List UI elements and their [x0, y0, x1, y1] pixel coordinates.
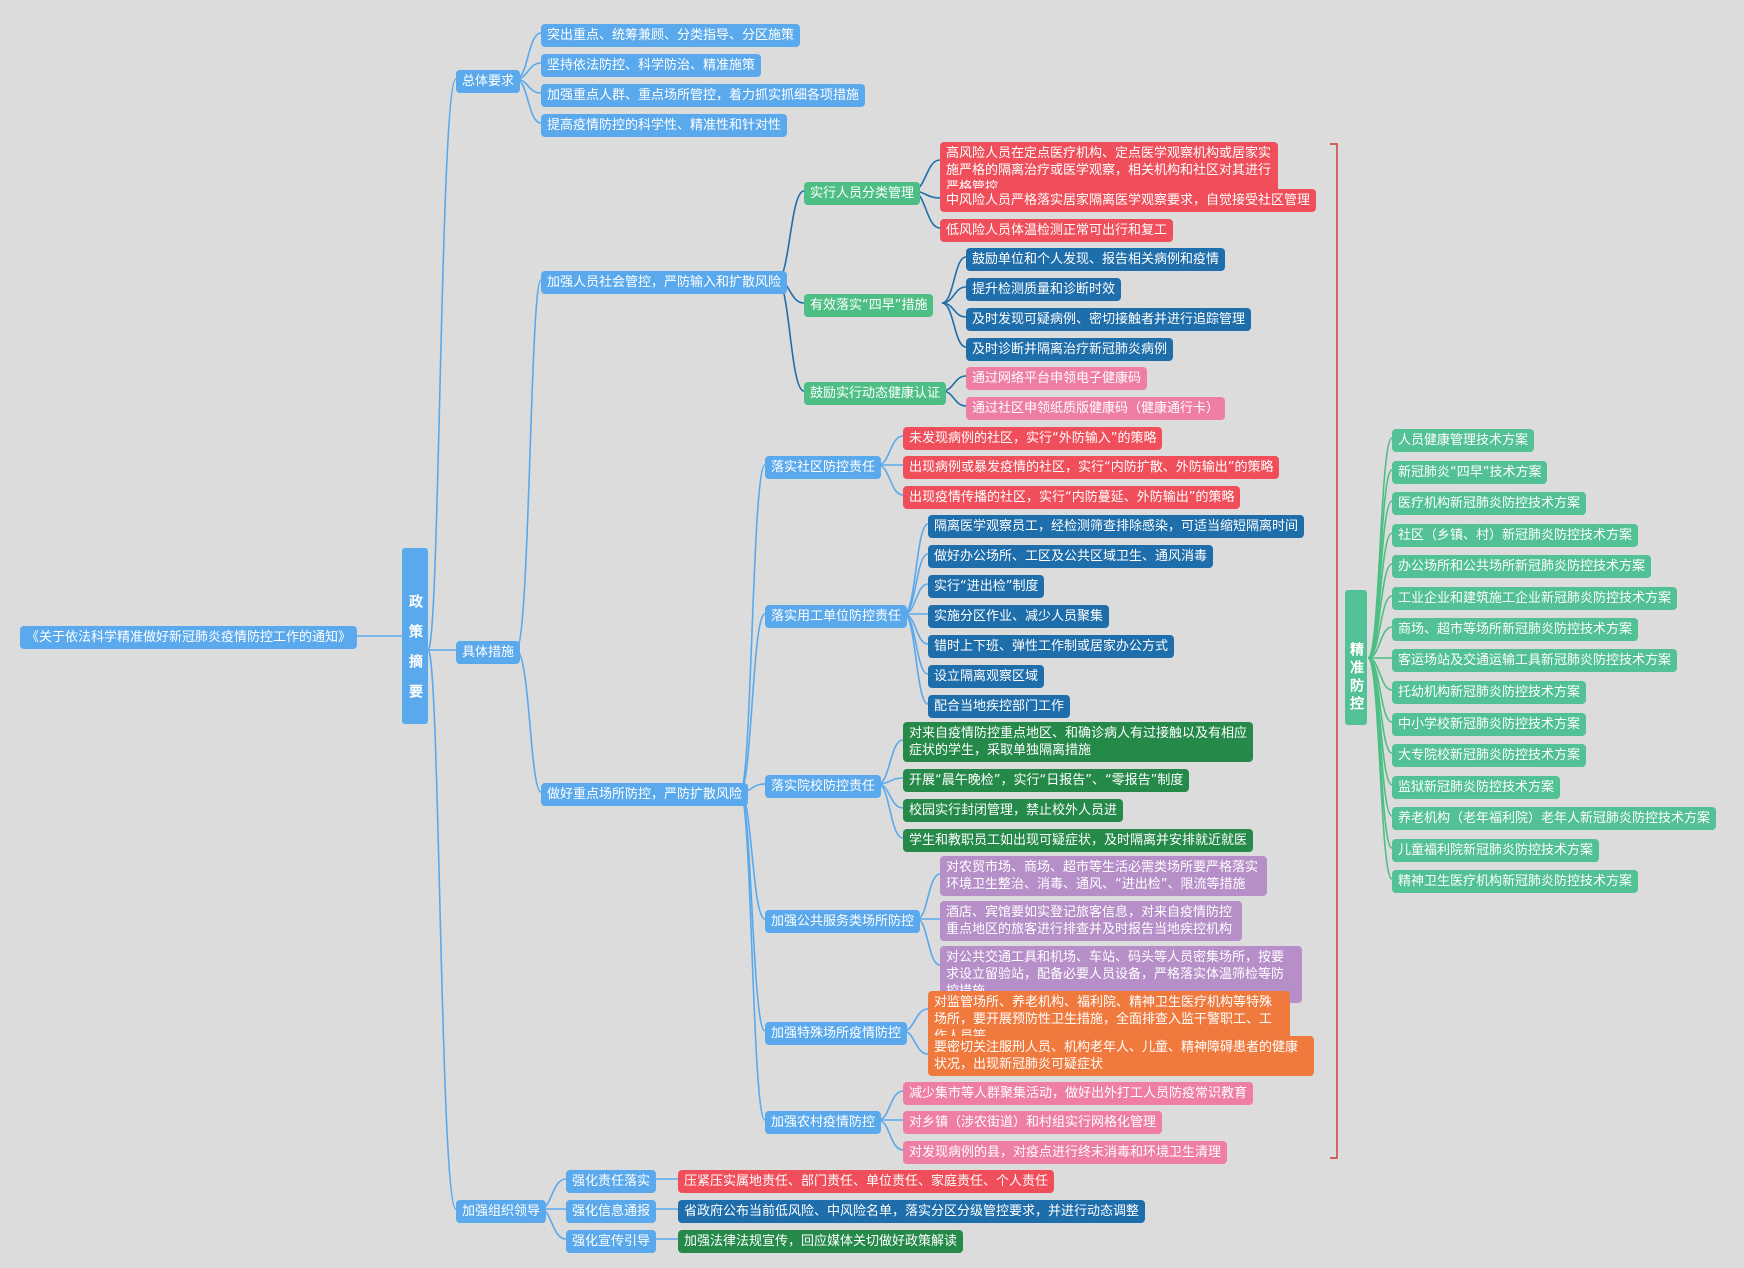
school-item[interactable]: 开展“晨午晚检”，实行“日报告”、“零报告”制度: [903, 769, 1190, 792]
community-item[interactable]: 出现疫情传播的社区，实行“内防蔓延、外防输出”的策略: [903, 486, 1241, 509]
public-places[interactable]: 加强公共服务类场所防控: [765, 910, 921, 933]
classify-management[interactable]: 实行人员分类管理: [804, 182, 921, 205]
four-early-measures[interactable]: 有效落实“四早”措施: [804, 294, 934, 317]
rural-item[interactable]: 对乡镇（涉农街道）和村组实行网格化管理: [903, 1111, 1163, 1134]
school-item[interactable]: 学生和教职员工如出现可疑症状，及时隔离并安排就近就医: [903, 829, 1254, 852]
four-early-item[interactable]: 及时诊断并隔离治疗新冠肺炎病例: [966, 338, 1174, 361]
tech-plan-item[interactable]: 中小学校新冠肺炎防控技术方案: [1392, 713, 1587, 736]
community-item[interactable]: 出现病例或暴发疫情的社区，实行“内防扩散、外防输出”的策略: [903, 456, 1280, 479]
four-early-item[interactable]: 鼓励单位和个人发现、报告相关病例和疫情: [966, 248, 1226, 271]
general-item[interactable]: 突出重点、统筹兼顾、分类指导、分区施策: [541, 24, 801, 47]
classify-item-low[interactable]: 低风险人员体温检测正常可出行和复工: [940, 219, 1174, 242]
health-code-item[interactable]: 通过社区申领纸质版健康码（健康通行卡）: [966, 397, 1226, 420]
leadership-detail[interactable]: 省政府公布当前低风险、中风险名单，落实分区分级管控要求，并进行动态调整: [678, 1200, 1146, 1223]
four-early-item[interactable]: 及时发现可疑病例、密切接触者并进行追踪管理: [966, 308, 1252, 331]
leadership-item[interactable]: 强化责任落实: [566, 1170, 657, 1193]
leadership-item[interactable]: 强化宣传引导: [566, 1230, 657, 1253]
workplace-item[interactable]: 错时上下班、弹性工作制或居家办公方式: [928, 635, 1175, 658]
workplace-item[interactable]: 做好办公场所、工区及公共区域卫生、通风消毒: [928, 545, 1214, 568]
tech-plan-item[interactable]: 工业企业和建筑施工企业新冠肺炎防控技术方案: [1392, 587, 1678, 610]
tech-plan-item[interactable]: 新冠肺炎“四早”技术方案: [1392, 461, 1548, 484]
school-item[interactable]: 校园实行封闭管理，禁止校外人员进: [903, 799, 1124, 822]
tech-plan-item[interactable]: 养老机构（老年福利院）老年人新冠肺炎防控技术方案: [1392, 807, 1717, 830]
leadership-item[interactable]: 强化信息通报: [566, 1200, 657, 1223]
rural-item[interactable]: 对发现病例的县，对疫点进行终末消毒和环境卫生清理: [903, 1141, 1228, 1164]
tech-plan-item[interactable]: 医疗机构新冠肺炎防控技术方案: [1392, 492, 1587, 515]
health-code-item[interactable]: 通过网络平台申领电子健康码: [966, 367, 1148, 390]
general-item[interactable]: 提高疫情防控的科学性、精准性和针对性: [541, 114, 788, 137]
tech-plan-item[interactable]: 客运场站及交通运输工具新冠肺炎防控技术方案: [1392, 649, 1678, 672]
branch-measures[interactable]: 具体措施: [456, 641, 521, 664]
tech-plan-item[interactable]: 办公场所和公共场所新冠肺炎防控技术方案: [1392, 555, 1652, 578]
health-certification[interactable]: 鼓励实行动态健康认证: [804, 382, 947, 405]
people-control[interactable]: 加强人员社会管控，严防输入和扩散风险: [541, 271, 788, 294]
rural-item[interactable]: 减少集市等人群聚集活动，做好出外打工人员防疫常识教育: [903, 1082, 1254, 1105]
rural-control[interactable]: 加强农村疫情防控: [765, 1111, 882, 1134]
special-item[interactable]: 要密切关注服刑人员、机构老年人、儿童、精神障碍患者的健康状况，出现新冠肺炎可疑症…: [928, 1036, 1314, 1076]
workplace-item[interactable]: 实施分区作业、减少人员聚集: [928, 605, 1110, 628]
tech-plan-item[interactable]: 社区（乡镇、村）新冠肺炎防控技术方案: [1392, 524, 1639, 547]
school-responsibility[interactable]: 落实院校防控责任: [765, 775, 882, 798]
tech-plan-item[interactable]: 托幼机构新冠肺炎防控技术方案: [1392, 681, 1587, 704]
branch-leadership[interactable]: 加强组织领导: [456, 1200, 547, 1223]
center-label[interactable]: 政策摘要: [402, 548, 428, 724]
tech-plan-item[interactable]: 人员健康管理技术方案: [1392, 429, 1535, 452]
classify-item-mid[interactable]: 中风险人员严格落实居家隔离医学观察要求，自觉接受社区管理: [940, 189, 1317, 212]
places-control[interactable]: 做好重点场所防控，严防扩散风险: [541, 783, 749, 806]
leadership-detail[interactable]: 加强法律法规宣传，回应媒体关切做好政策解读: [678, 1230, 964, 1253]
right-label[interactable]: 精准防控: [1345, 590, 1367, 725]
school-item[interactable]: 对来自疫情防控重点地区、和确诊病人有过接触以及有相应症状的学生，采取单独隔离措施: [903, 722, 1253, 762]
tech-plan-item[interactable]: 商场、超市等场所新冠肺炎防控技术方案: [1392, 618, 1639, 641]
community-responsibility[interactable]: 落实社区防控责任: [765, 456, 882, 479]
public-item[interactable]: 对农贸市场、商场、超市等生活必需类场所要严格落实环境卫生整治、消毒、通风、“进出…: [940, 856, 1267, 896]
workplace-responsibility[interactable]: 落实用工单位防控责任: [765, 605, 908, 628]
workplace-item[interactable]: 设立隔离观察区域: [928, 665, 1045, 688]
public-item[interactable]: 酒店、宾馆要如实登记旅客信息，对来自疫情防控重点地区的旅客进行排查并及时报告当地…: [940, 901, 1242, 941]
general-item[interactable]: 坚持依法防控、科学防治、精准施策: [541, 54, 762, 77]
general-item[interactable]: 加强重点人群、重点场所管控，着力抓实抓细各项措施: [541, 84, 866, 107]
workplace-item[interactable]: 实行“进出检”制度: [928, 575, 1045, 598]
four-early-item[interactable]: 提升检测质量和诊断时效: [966, 278, 1122, 301]
branch-general[interactable]: 总体要求: [456, 70, 521, 93]
tech-plan-item[interactable]: 儿童福利院新冠肺炎防控技术方案: [1392, 839, 1600, 862]
tech-plan-item[interactable]: 精神卫生医疗机构新冠肺炎防控技术方案: [1392, 870, 1639, 893]
root-title[interactable]: 《关于依法科学精准做好新冠肺炎疫情防控工作的通知》: [20, 626, 358, 649]
tech-plan-item[interactable]: 大专院校新冠肺炎防控技术方案: [1392, 744, 1587, 767]
tech-plan-item[interactable]: 监狱新冠肺炎防控技术方案: [1392, 776, 1561, 799]
community-item[interactable]: 未发现病例的社区，实行“外防输入”的策略: [903, 427, 1163, 450]
workplace-item[interactable]: 隔离医学观察员工，经检测筛查排除感染，可适当缩短隔离时间: [928, 515, 1305, 538]
workplace-item[interactable]: 配合当地疾控部门工作: [928, 695, 1071, 718]
special-places[interactable]: 加强特殊场所疫情防控: [765, 1022, 908, 1045]
leadership-detail[interactable]: 压紧压实属地责任、部门责任、单位责任、家庭责任、个人责任: [678, 1170, 1055, 1193]
